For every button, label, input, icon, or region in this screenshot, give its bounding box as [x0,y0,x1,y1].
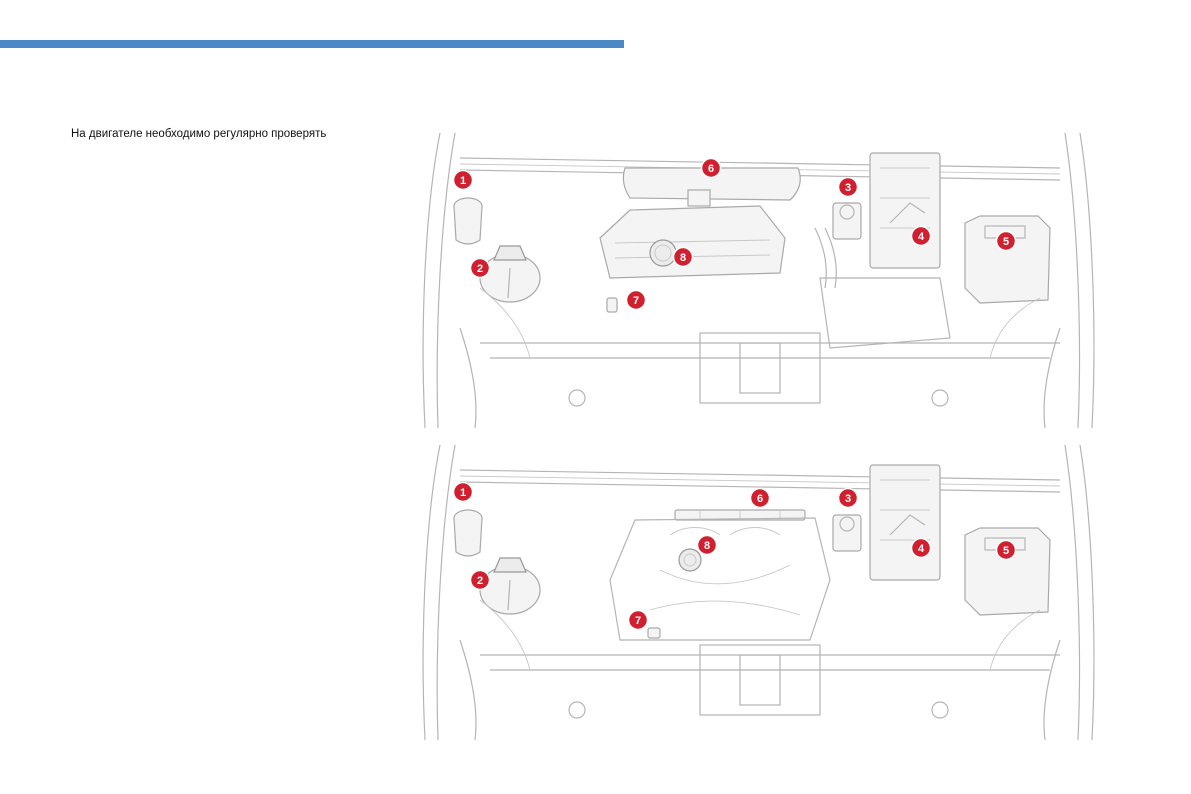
svg-text:6: 6 [757,493,763,505]
badge-5: 5 [995,539,1017,561]
badge-2: 2 [469,569,491,591]
badge-4: 4 [910,225,932,247]
badge-3: 3 [837,176,859,198]
badge-8: 8 [696,534,718,556]
engine-diagram-top: 1 2 3 4 5 6 7 8 [420,128,1097,430]
badge-7: 7 [625,289,647,311]
svg-text:7: 7 [633,295,639,307]
badge-label: 1 [460,175,466,187]
badge-6: 6 [749,487,771,509]
engine-compartment-illustration-1: 1 2 3 4 5 6 7 8 [422,132,1095,429]
svg-text:6: 6 [708,163,714,175]
svg-text:4: 4 [918,231,925,243]
badge-5: 5 [995,230,1017,252]
svg-text:3: 3 [845,182,851,194]
engine-diagram-bottom: 1 2 3 4 5 6 7 8 [420,440,1097,742]
svg-text:8: 8 [680,252,686,264]
badge-1: 1 [452,481,474,503]
badge-3: 3 [837,487,859,509]
svg-text:7: 7 [635,615,641,627]
intro-text: На двигателе необходимо регулярно провер… [71,128,327,140]
svg-text:4: 4 [918,543,925,555]
svg-text:8: 8 [704,540,710,552]
svg-text:3: 3 [845,493,851,505]
badge-2: 2 [469,257,491,279]
badge-8: 8 [672,246,694,268]
engine-compartment-illustration-2: 1 2 3 4 5 6 7 8 [422,444,1095,741]
svg-text:5: 5 [1003,545,1009,557]
header-accent-bar [0,40,624,48]
svg-text:2: 2 [477,263,483,275]
badge-4: 4 [910,537,932,559]
badge-6: 6 [700,157,722,179]
svg-text:2: 2 [477,575,483,587]
svg-text:5: 5 [1003,236,1009,248]
badge-7: 7 [627,609,649,631]
badge-1: 1 [452,169,474,191]
svg-text:1: 1 [460,487,466,499]
